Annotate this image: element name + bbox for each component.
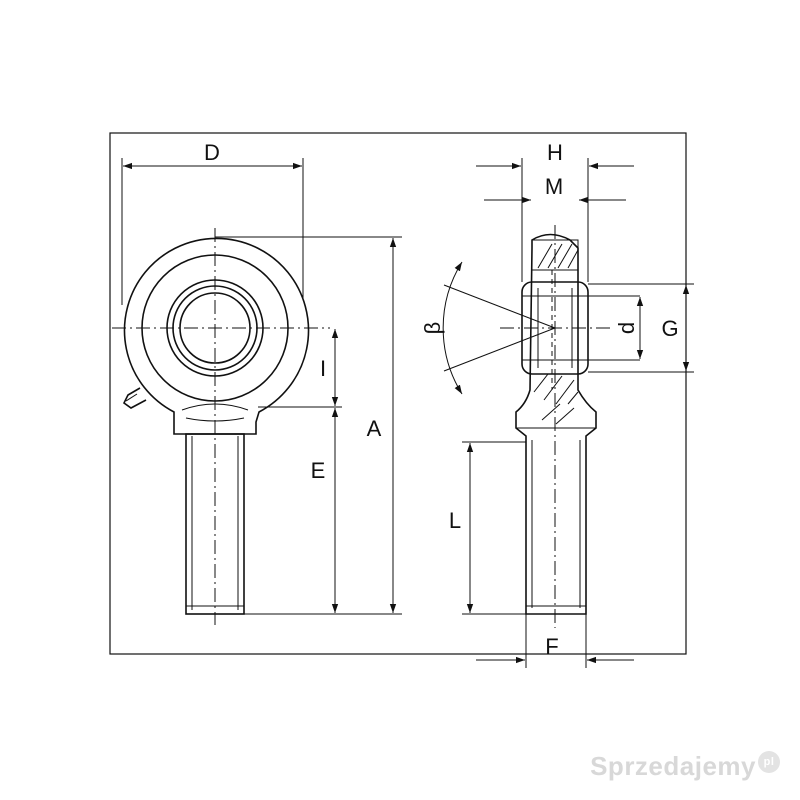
watermark-badge: pl (758, 751, 780, 773)
label-m: M (545, 174, 563, 199)
label-l: L (449, 508, 461, 533)
label-f: F (545, 634, 558, 659)
label-i: I (320, 356, 326, 381)
label-g: G (661, 316, 678, 341)
watermark-text: Sprzedajemy (590, 751, 756, 781)
side-view: β H M d G L F (420, 140, 694, 668)
label-d-width: D (204, 140, 220, 165)
lower-ring-section (533, 373, 579, 425)
label-d-bore: d (614, 322, 639, 334)
grease-nipple (122, 387, 147, 409)
beta-arc (442, 261, 463, 395)
label-beta-angle: β (420, 322, 445, 335)
label-a-length: A (367, 416, 382, 441)
front-view: D A I E (112, 140, 402, 625)
label-h: H (547, 140, 563, 165)
label-e: E (311, 458, 326, 483)
head-outline (123, 237, 310, 435)
beta-ray-bottom (443, 327, 556, 372)
drawing-frame (109, 132, 687, 655)
beta-ray-top (443, 284, 556, 329)
side-body-outline (515, 233, 597, 615)
